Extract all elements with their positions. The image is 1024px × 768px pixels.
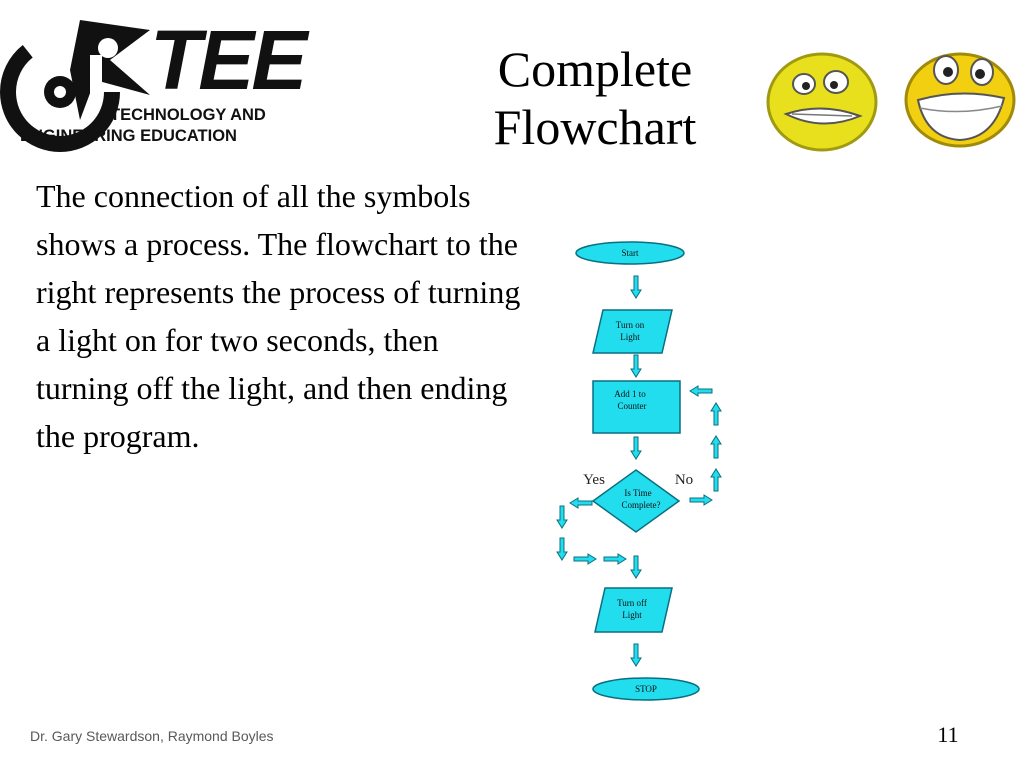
turn-off-light-input: Turn off Light (594, 587, 673, 633)
logo-tee-text: TEE (150, 13, 307, 107)
body-text: The connection of all the symbols shows … (36, 178, 521, 454)
arrow-yes-down-2 (556, 537, 568, 561)
arrow-loop-up-3 (710, 402, 722, 426)
logo-line-1: TECHNOLOGY AND (110, 106, 266, 124)
decision-label-2: Complete? (622, 500, 661, 510)
arrow-no-right (689, 494, 713, 506)
turn-off-label-2: Light (622, 610, 642, 620)
is-time-complete-decision: Is Time Complete? (591, 469, 681, 533)
arrow-yes-right-2 (603, 553, 627, 565)
title-line-1: Complete (497, 41, 693, 97)
arrow-yes-right-1 (573, 553, 597, 565)
start-terminator: Start (575, 241, 685, 265)
worried-face-icon (766, 52, 878, 152)
arrow-yes-down-1 (556, 505, 568, 529)
start-label: Start (622, 248, 639, 258)
turn-off-label-1: Turn off (617, 598, 647, 608)
flowchart-diagram: Start Turn on Light Add 1 to Counter Is … (556, 241, 722, 701)
title-line-2: Flowchart (493, 99, 697, 155)
decision-label-1: Is Time (624, 488, 651, 498)
arrow-start-to-turn-on (630, 275, 642, 299)
turn-on-light-input: Turn on Light (592, 309, 673, 354)
add-to-counter-process: Add 1 to Counter (592, 380, 681, 434)
no-label: No (675, 472, 693, 488)
turn-on-label-1: Turn on (616, 320, 645, 330)
logo-line-2: ENGINEERING EDUCATION (20, 127, 237, 145)
arrow-loop-up-2 (710, 435, 722, 459)
arrow-to-turn-off (630, 555, 642, 579)
turn-on-label-2: Light (620, 332, 640, 342)
stop-label: STOP (635, 684, 657, 694)
slide-title: Complete Flowchart (470, 40, 720, 156)
page-number: 11 (937, 722, 959, 747)
arrow-loop-left (689, 385, 713, 397)
yes-label: Yes (583, 472, 605, 488)
arrow-counter-to-decision (630, 436, 642, 460)
footer-authors: Dr. Gary Stewardson, Raymond Boyles (30, 728, 274, 744)
arrow-yes-left (569, 497, 593, 509)
gear-logo-icon (0, 20, 150, 152)
arrow-loop-up-1 (710, 468, 722, 492)
arrow-turn-off-to-stop (630, 643, 642, 667)
tee-logo: TEE TECHNOLOGY AND ENGINEERING EDUCATION (0, 0, 310, 160)
stop-terminator: STOP (592, 677, 700, 701)
arrow-turn-on-to-counter (630, 354, 642, 378)
add-counter-label-1: Add 1 to (614, 389, 646, 399)
grinning-face-icon (904, 52, 1016, 148)
add-counter-label-2: Counter (618, 401, 647, 411)
